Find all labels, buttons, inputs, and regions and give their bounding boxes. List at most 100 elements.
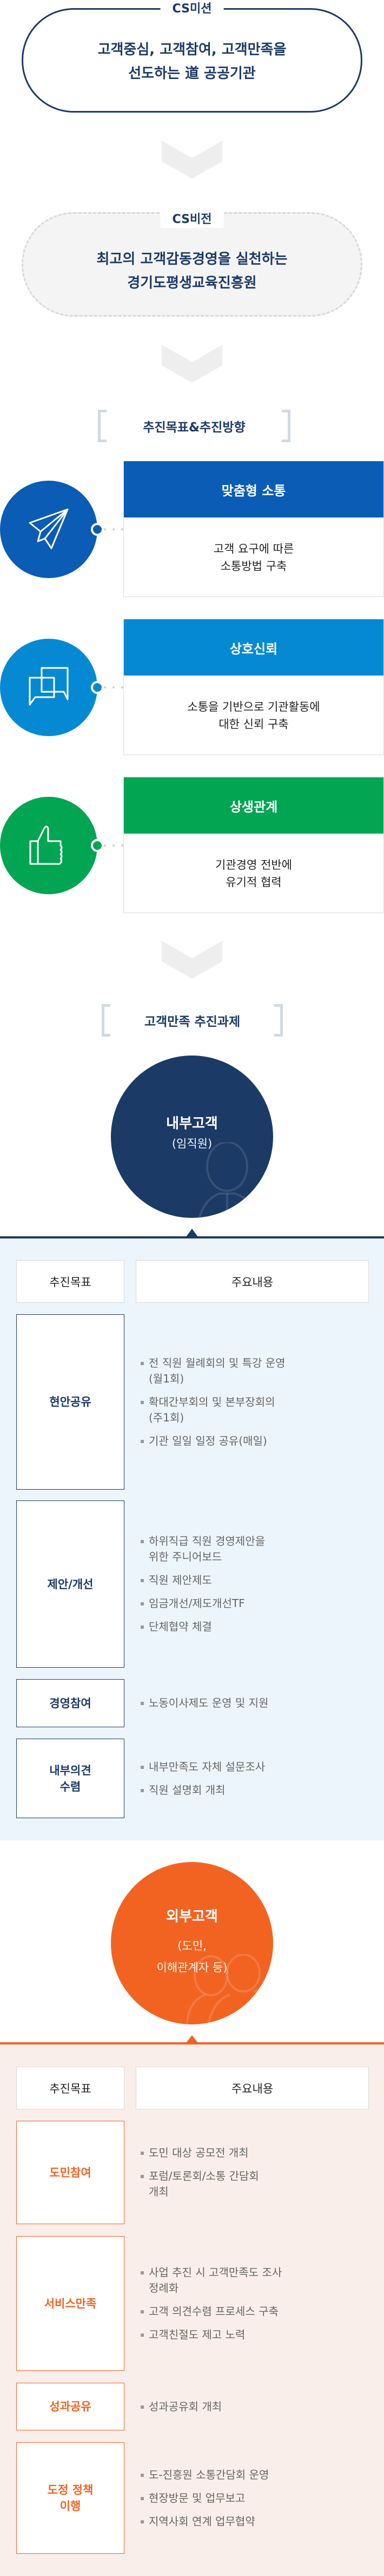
connector-dots [104,686,123,689]
internal-customer-circle: 내부고객 (임직원) [111,1056,273,1218]
section-rule [0,2042,384,2044]
task-items: 전 직원 월례회의 및 특강 운영 (월1회) 확대간부회의 및 본부장회의 (… [141,1314,373,1490]
list-item: 지역사회 연계 업무협약 [141,2514,373,2529]
section-rule [0,1236,384,1238]
goal-title: 맞춤형 소통 [124,461,383,517]
bullet-square-icon [141,1788,144,1792]
pointer-triangle [186,1229,198,1237]
task-items: 노동이사제도 운영 및 지원 [141,1679,373,1727]
list-item: 기관 일일 일정 공유(매일) [141,1433,373,1449]
task-goal: 도민참여 [16,2121,124,2224]
chevron-down-icon [162,941,222,979]
list-item: 고객 의견수렴 프로세스 구축 [141,2304,373,2319]
cs-vision-label: CS비전 [160,212,224,228]
internal-customer-title: 내부고객 [166,1116,218,1132]
bullet-square-icon [141,1540,144,1543]
task-items: 성과공유회 개최 [141,2383,373,2430]
task-goal: 도정 정책 이행 [16,2442,124,2554]
task-items: 사업 추진 시 고객만족도 조사 정례화 고객 의견수렴 프로세스 구축 고객친… [141,2236,373,2371]
bullet-square-icon [141,1602,144,1605]
list-item: 도-진흥원 소통간담회 운영 [141,2467,373,2483]
bracket-left [102,1004,110,1037]
bullet-square-icon [141,2271,144,2275]
bracket-right [274,1004,283,1037]
bullet-square-icon [141,2405,144,2409]
task-goal: 내부의견 수렴 [16,1739,124,1818]
goal-desc: 고객 요구에 따른 소통방법 구축 [213,542,294,573]
goal-card: 상호신뢰 소통을 기반으로 기관활동에 대한 신뢰 구축 [123,619,384,755]
list-item: 전 직원 월례회의 및 특강 운영 (월1회) [141,1355,373,1387]
section-heading-tasks: 고객만족 추진과제 [102,1004,283,1037]
bullet-square-icon [141,2473,144,2477]
column-header-goal: 추진목표 [16,1260,124,1303]
list-item: 단체협약 체결 [141,1619,373,1635]
task-goal: 제안/개선 [16,1500,124,1668]
task-goal: 서비스만족 [16,2236,124,2371]
bracket-left [98,410,107,442]
bullet-square-icon [141,2496,144,2500]
list-item: 성과공유회 개최 [141,2399,373,2415]
bullet-square-icon [141,1579,144,1582]
list-item: 고객친절도 제고 노력 [141,2327,373,2343]
section-heading-text: 추진목표&추진방향 [143,421,246,435]
list-item: 직원 제안제도 [141,1572,373,1588]
task-goal: 성과공유 [16,2383,124,2430]
column-header-content: 주요내용 [136,2067,369,2109]
cs-mission-box: CS미션 고객중심, 고객참여, 고객만족을 선도하는 道 공공기관 [22,1,362,113]
goal-title: 상호신뢰 [124,619,383,676]
person-icon [198,1142,261,1218]
bullet-square-icon [141,1361,144,1365]
goal-desc: 기관경영 전반에 유기적 협력 [215,858,292,889]
column-header-goal: 추진목표 [16,2067,124,2109]
task-goal: 현안공유 [16,1314,124,1490]
bullet-square-icon [141,2333,144,2337]
list-item: 도민 대상 공모전 개최 [141,2145,373,2161]
task-items: 도민 대상 공모전 개최 포럼/토론회/소통 간담회 개최 [141,2121,373,2224]
bullet-square-icon [141,1765,144,1769]
cs-vision-text: 최고의 고객감동경영을 실천하는 경기도평생교육진흥원 [96,251,288,291]
goal-card: 상생관계 기관경영 전반에 유기적 협력 [123,777,384,913]
bullet-square-icon [141,1702,144,1705]
paper-plane-icon [29,508,69,549]
connector-dot [91,523,104,536]
bracket-right [282,410,290,442]
connector-dot [91,681,104,694]
external-customer-title: 외부고객 [166,1909,218,1925]
pointer-triangle [186,2035,198,2043]
goal-card: 맞춤형 소통 고객 요구에 따른 소통방법 구축 [123,461,384,597]
connector-dots [104,528,123,530]
goal-icon-circle [0,639,97,736]
chevron-down-icon [162,141,222,179]
list-item: 노동이사제도 운영 및 지원 [141,1695,373,1711]
task-items: 하위직급 직원 경영제안을 위한 주니어보드 직원 제안제도 임금개선/제도개선… [141,1500,373,1668]
bullet-square-icon [141,2310,144,2313]
goal-icon-circle [0,797,97,894]
cs-mission-text: 고객중심, 고객참여, 고객만족을 선도하는 道 공공기관 [97,42,287,82]
list-item: 직원 설명회 개최 [141,1782,373,1798]
bullet-square-icon [141,1625,144,1629]
task-items: 내부만족도 자체 설문조사 직원 설명회 개최 [141,1739,373,1818]
goal-desc: 소통을 기반으로 기관활동에 대한 신뢰 구축 [187,700,320,731]
internal-customer-subtitle: (임직원) [171,1137,213,1150]
chat-bubbles-icon [29,667,69,706]
goal-icon-circle [0,481,97,578]
external-customer-circle: 외부고객 (도민, 이해관계자 등) [111,1862,273,2024]
cs-mission-label: CS미션 [160,1,224,17]
people-icon [187,1954,272,2024]
section-heading-text: 고객만족 추진과제 [144,1015,241,1029]
list-item: 확대간부회의 및 본부장회의 (주1회) [141,1394,373,1426]
task-goal: 경영참여 [16,1679,124,1727]
list-item: 포럼/토론회/소통 간담회 개최 [141,2168,373,2200]
bullet-square-icon [141,1439,144,1443]
thumbs-up-icon [29,825,63,865]
task-items: 도-진흥원 소통간담회 운영 현장방문 및 업무보고 지역사회 연계 업무협약 [141,2442,373,2554]
external-customer-subtitle: (도민, 이해관계자 등) [156,1939,228,1974]
list-item: 현장방문 및 업무보고 [141,2490,373,2506]
list-item: 사업 추진 시 고객만족도 조사 정례화 [141,2265,373,2296]
connector-dot [91,839,104,852]
chevron-down-icon [162,345,222,383]
bullet-square-icon [141,2152,144,2155]
bullet-square-icon [141,1400,144,1404]
list-item: 하위직급 직원 경영제안을 위한 주니어보드 [141,1533,373,1565]
list-item: 내부만족도 자체 설문조사 [141,1759,373,1775]
